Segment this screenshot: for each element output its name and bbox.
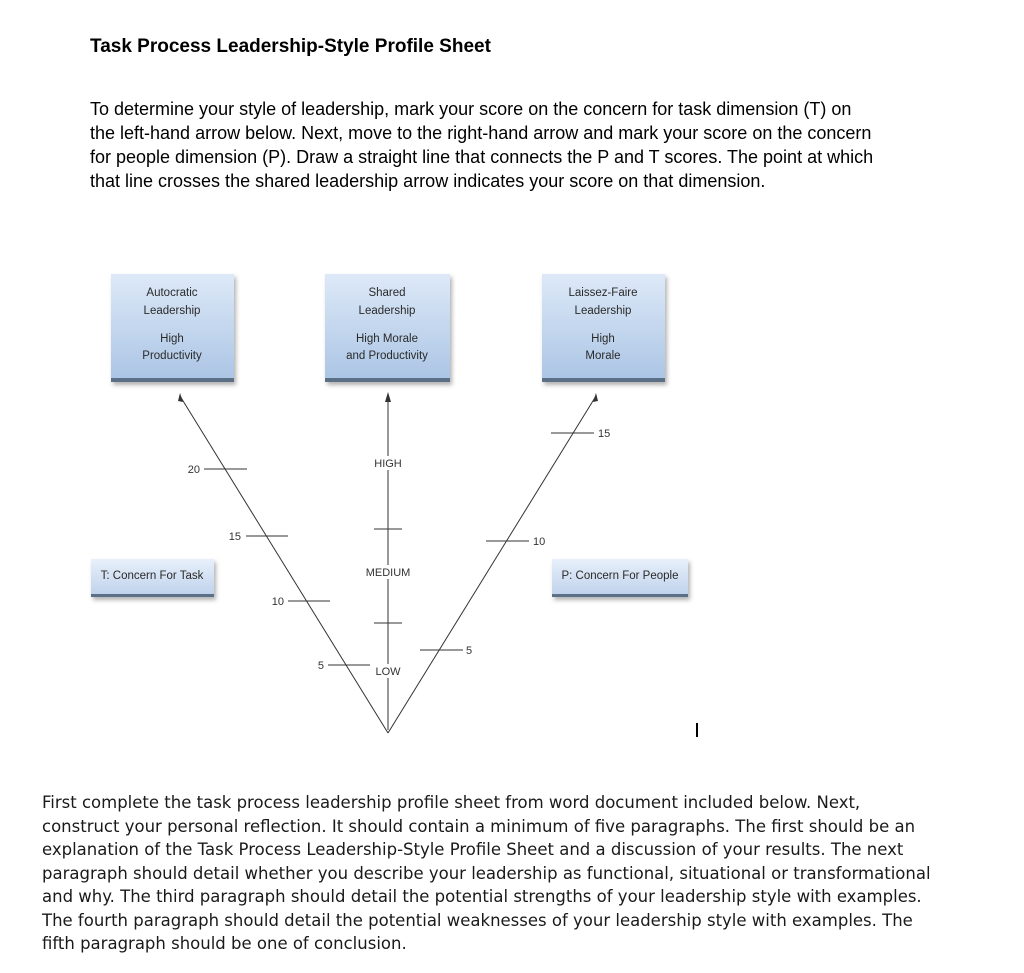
autocratic-line2: Leadership bbox=[144, 305, 201, 317]
task-label: T: Concern For Task bbox=[101, 570, 204, 582]
leadership-style-diagram: Autocratic Leadership High Productivity … bbox=[91, 274, 688, 734]
concern-for-people-box: P: Concern For People bbox=[552, 559, 688, 597]
task-arrowhead-icon bbox=[178, 393, 183, 402]
laissez-line2: Leadership bbox=[575, 305, 632, 317]
people-arrowhead-icon bbox=[593, 393, 598, 402]
people-arrow-line bbox=[387, 395, 597, 734]
laissez-line1: Laissez-Faire bbox=[568, 287, 637, 299]
shared-line2: Leadership bbox=[359, 305, 416, 317]
task-arrow-line bbox=[179, 395, 389, 734]
people-score-5: 5 bbox=[466, 645, 472, 657]
assignment-instructions: First complete the task process leadersh… bbox=[42, 793, 931, 953]
shared-low-label: LOW bbox=[375, 666, 401, 678]
task-score-5: 5 bbox=[318, 660, 324, 672]
shared-high-label: HIGH bbox=[374, 458, 402, 470]
autocratic-leadership-box: Autocratic Leadership High Productivity bbox=[111, 274, 234, 382]
people-score-15: 15 bbox=[598, 428, 610, 440]
shared-arrowhead-icon bbox=[385, 392, 391, 402]
page-title: Task Process Leadership-Style Profile Sh… bbox=[90, 36, 491, 57]
shared-medium-label: MEDIUM bbox=[366, 567, 411, 579]
autocratic-line3: High bbox=[160, 333, 184, 345]
task-score-15: 15 bbox=[229, 531, 241, 543]
task-score-20: 20 bbox=[188, 464, 200, 476]
shared-line3: High Morale bbox=[356, 333, 418, 345]
intro-paragraph: To determine your style of leadership, m… bbox=[90, 99, 874, 191]
laissez-line3: High bbox=[591, 333, 615, 345]
text-cursor bbox=[696, 723, 698, 737]
shared-leadership-box: Shared Leadership High Morale and Produc… bbox=[325, 274, 450, 382]
shared-line4: and Productivity bbox=[346, 350, 428, 362]
laissez-line4: Morale bbox=[585, 350, 620, 362]
concern-for-task-box: T: Concern For Task bbox=[91, 559, 214, 597]
autocratic-line1: Autocratic bbox=[146, 287, 197, 299]
shared-line1: Shared bbox=[368, 287, 405, 299]
autocratic-line4: Productivity bbox=[142, 350, 202, 362]
people-label: P: Concern For People bbox=[562, 570, 679, 582]
laissez-faire-leadership-box: Laissez-Faire Leadership High Morale bbox=[542, 274, 665, 382]
task-score-10: 10 bbox=[272, 596, 284, 608]
people-score-10: 10 bbox=[533, 536, 545, 548]
